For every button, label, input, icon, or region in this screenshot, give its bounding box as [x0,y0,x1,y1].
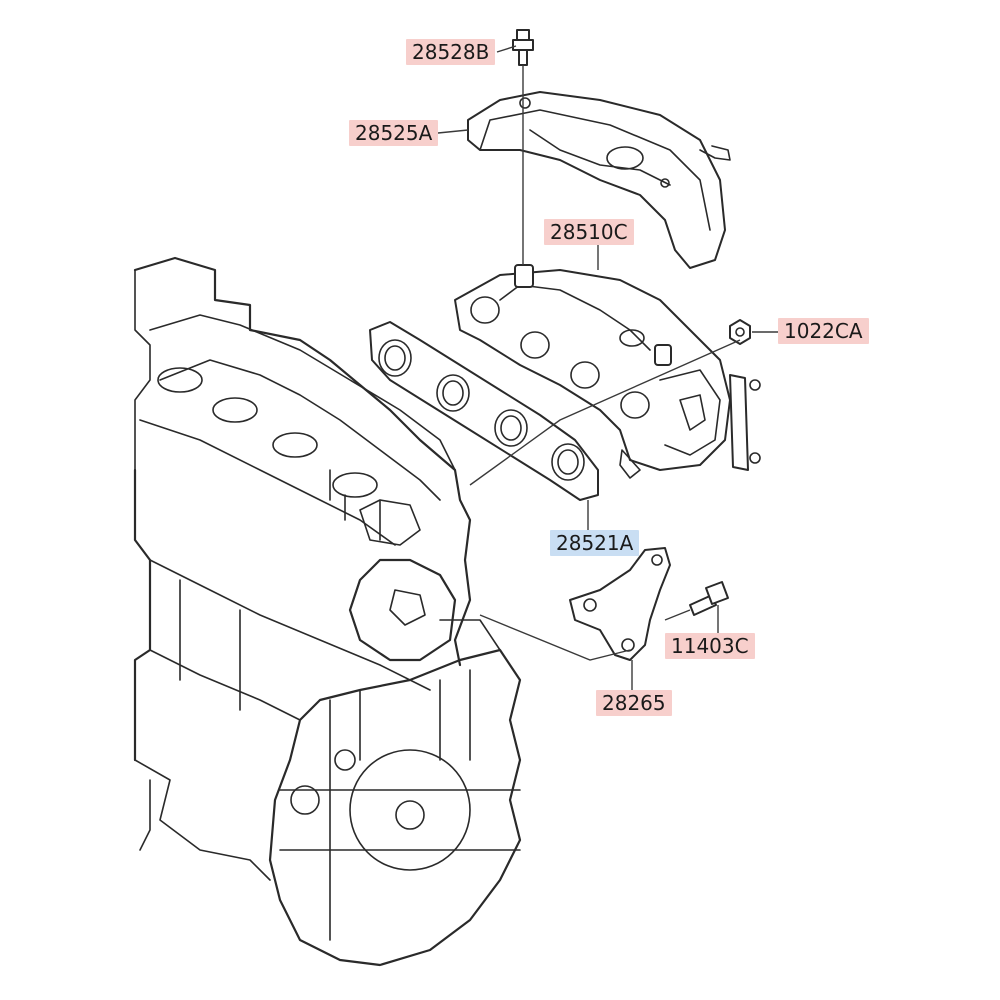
exhaust-manifold-part [454,264,761,479]
manifold-bracket-part [569,547,671,661]
heat-shield-part [467,91,731,269]
manifold-nut-part [729,319,751,345]
callout-1022CA[interactable]: 1022CA [778,318,869,344]
manifold-gasket-part [369,321,599,501]
shield-bolt-part [512,29,534,66]
callout-28510C[interactable]: 28510C [544,219,634,245]
bracket-bolt-part [689,581,729,616]
engine-block [133,256,522,967]
callout-28265[interactable]: 28265 [596,690,672,716]
leader-lines [437,45,778,690]
callout-28521A[interactable]: 28521A [550,530,640,556]
callout-28525A[interactable]: 28525A [349,120,439,146]
callout-28528B[interactable]: 28528B [406,39,496,65]
callout-11403C[interactable]: 11403C [665,633,755,659]
